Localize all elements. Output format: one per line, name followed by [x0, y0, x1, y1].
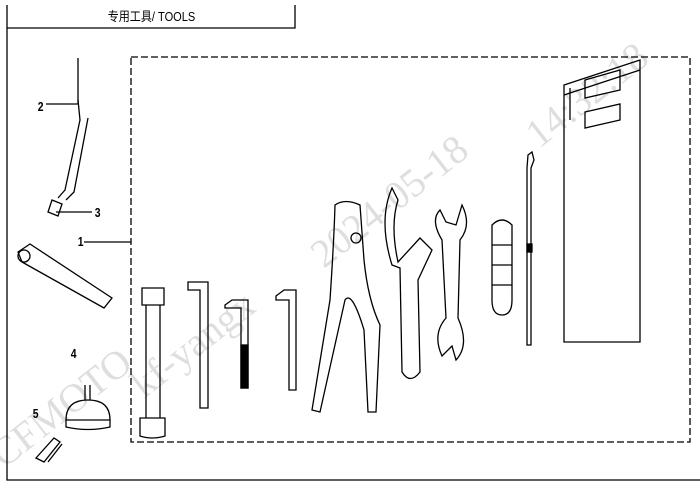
- long-bit-drawing: [526, 150, 535, 346]
- screwdriver-drawing: [47, 99, 89, 217]
- callout-3: 3: [94, 205, 101, 220]
- diagram-frame: [6, 5, 700, 481]
- tool-bag-drawing: [563, 59, 641, 343]
- callout-1: 1: [77, 234, 84, 249]
- diagram-title: 专用工具/ TOOLS: [107, 9, 196, 24]
- callout-2: 2: [37, 99, 44, 114]
- socket-wrench-drawing: [17, 243, 113, 309]
- tag-drawing: [34, 437, 63, 463]
- box-spanner-drawing: [139, 287, 166, 439]
- hook-spanner-drawing: [384, 186, 433, 380]
- funnel-drawing: [65, 385, 111, 431]
- screwdriver-handle-drawing: [491, 219, 513, 316]
- callout-5: 5: [32, 406, 39, 421]
- pliers-drawing: [311, 200, 381, 413]
- callout-4: 4: [70, 346, 77, 361]
- open-end-wrench-drawing: [434, 203, 468, 362]
- allen-keys-drawing: [187, 281, 297, 409]
